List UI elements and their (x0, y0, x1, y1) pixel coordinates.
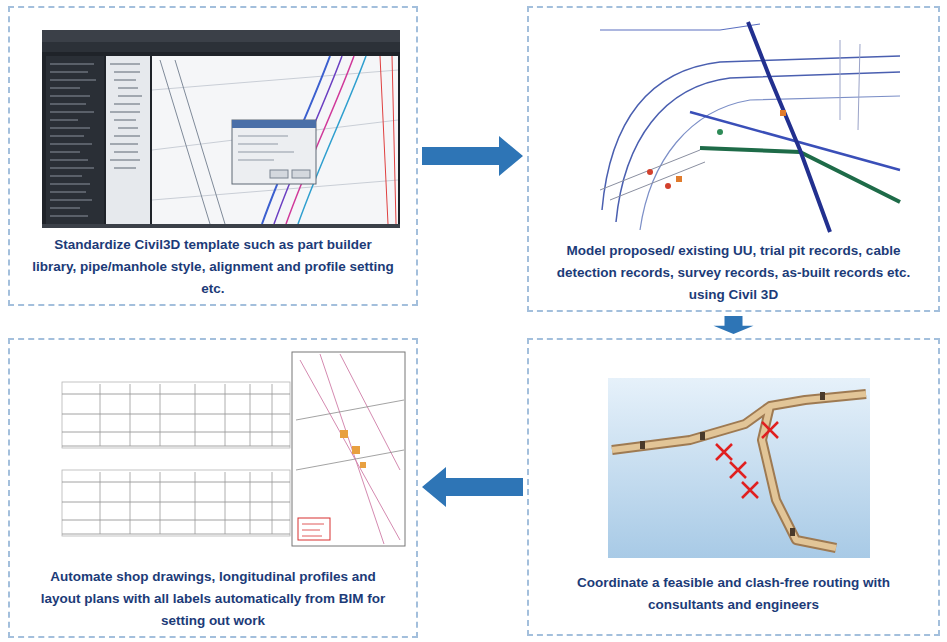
clash-check-view (612, 394, 866, 548)
civil3d-screenshot (152, 56, 398, 224)
civil3d-screenshot (292, 170, 310, 178)
step-caption: Model proposed/ existing UU, trial pit r… (529, 240, 938, 306)
clash-check-view (608, 378, 870, 558)
flow-arrow (422, 136, 523, 176)
clash-check-view (716, 422, 778, 498)
utility-model-drawing (616, 72, 900, 222)
utility-model-drawing (780, 110, 786, 116)
civil3d-screenshot (380, 56, 396, 224)
step-box: Standardize Civil3D template such as par… (8, 6, 418, 306)
auto-drawings (62, 470, 290, 536)
clash-check-view (820, 392, 825, 400)
step-caption: Coordinate a feasible and clash-free rou… (529, 572, 938, 616)
clash-check-view (608, 378, 870, 558)
civil3d-screenshot (42, 30, 400, 42)
civil3d-screenshot (238, 136, 294, 160)
auto-drawings (300, 354, 400, 544)
auto-drawings (292, 352, 405, 546)
civil3d-screenshot (160, 60, 225, 224)
clash-check-view (790, 528, 795, 536)
auto-drawings (296, 400, 404, 470)
civil3d-screenshot (110, 64, 142, 168)
utility-model-drawing (640, 96, 900, 230)
clash-check-view (612, 394, 866, 548)
civil3d-screenshot (42, 42, 400, 52)
auto-drawings (360, 462, 366, 468)
utility-model-drawing (602, 56, 900, 210)
auto-drawings (62, 394, 290, 446)
auto-drawings (302, 524, 324, 536)
civil3d-screenshot (42, 30, 400, 228)
civil3d-screenshot (42, 224, 400, 228)
utility-model-drawing (717, 129, 723, 135)
step-caption: Automate shop drawings, longitudinal pro… (10, 566, 416, 632)
utility-model-drawing (748, 22, 830, 232)
auto-drawings (62, 482, 290, 534)
clash-check-view (640, 441, 645, 449)
step-caption: Standardize Civil3D template such as par… (10, 234, 416, 300)
step-box: Model proposed/ existing UU, trial pit r… (527, 6, 940, 312)
civil3d-screenshot (50, 64, 96, 216)
auto-drawings (62, 382, 290, 448)
auto-drawings (340, 430, 348, 438)
utility-model-drawing (600, 22, 900, 232)
utility-model-drawing (676, 176, 682, 182)
civil3d-screenshot (46, 56, 104, 224)
utility-model-drawing (647, 169, 653, 175)
auto-drawings (298, 518, 330, 540)
utility-model-drawing (665, 183, 671, 189)
auto-drawings (100, 472, 272, 534)
step-box: Coordinate a feasible and clash-free rou… (527, 338, 940, 636)
utility-model-drawing (600, 24, 760, 30)
utility-model-drawing (700, 148, 900, 202)
utility-model-drawing (600, 150, 705, 200)
clash-check-view (700, 432, 705, 440)
civil3d-screenshot (232, 120, 316, 128)
civil3d-screenshot (42, 30, 400, 228)
civil3d-screenshot (270, 170, 288, 178)
auto-drawings (62, 352, 405, 546)
flow-arrow (714, 316, 754, 334)
civil3d-screenshot (152, 70, 398, 200)
auto-drawings (100, 384, 272, 446)
step-box: Automate shop drawings, longitudinal pro… (8, 338, 418, 638)
utility-model-drawing (840, 40, 860, 130)
civil3d-screenshot (232, 120, 316, 184)
civil3d-screenshot (106, 56, 150, 224)
flow-arrow (422, 467, 523, 507)
auto-drawings (352, 446, 360, 454)
